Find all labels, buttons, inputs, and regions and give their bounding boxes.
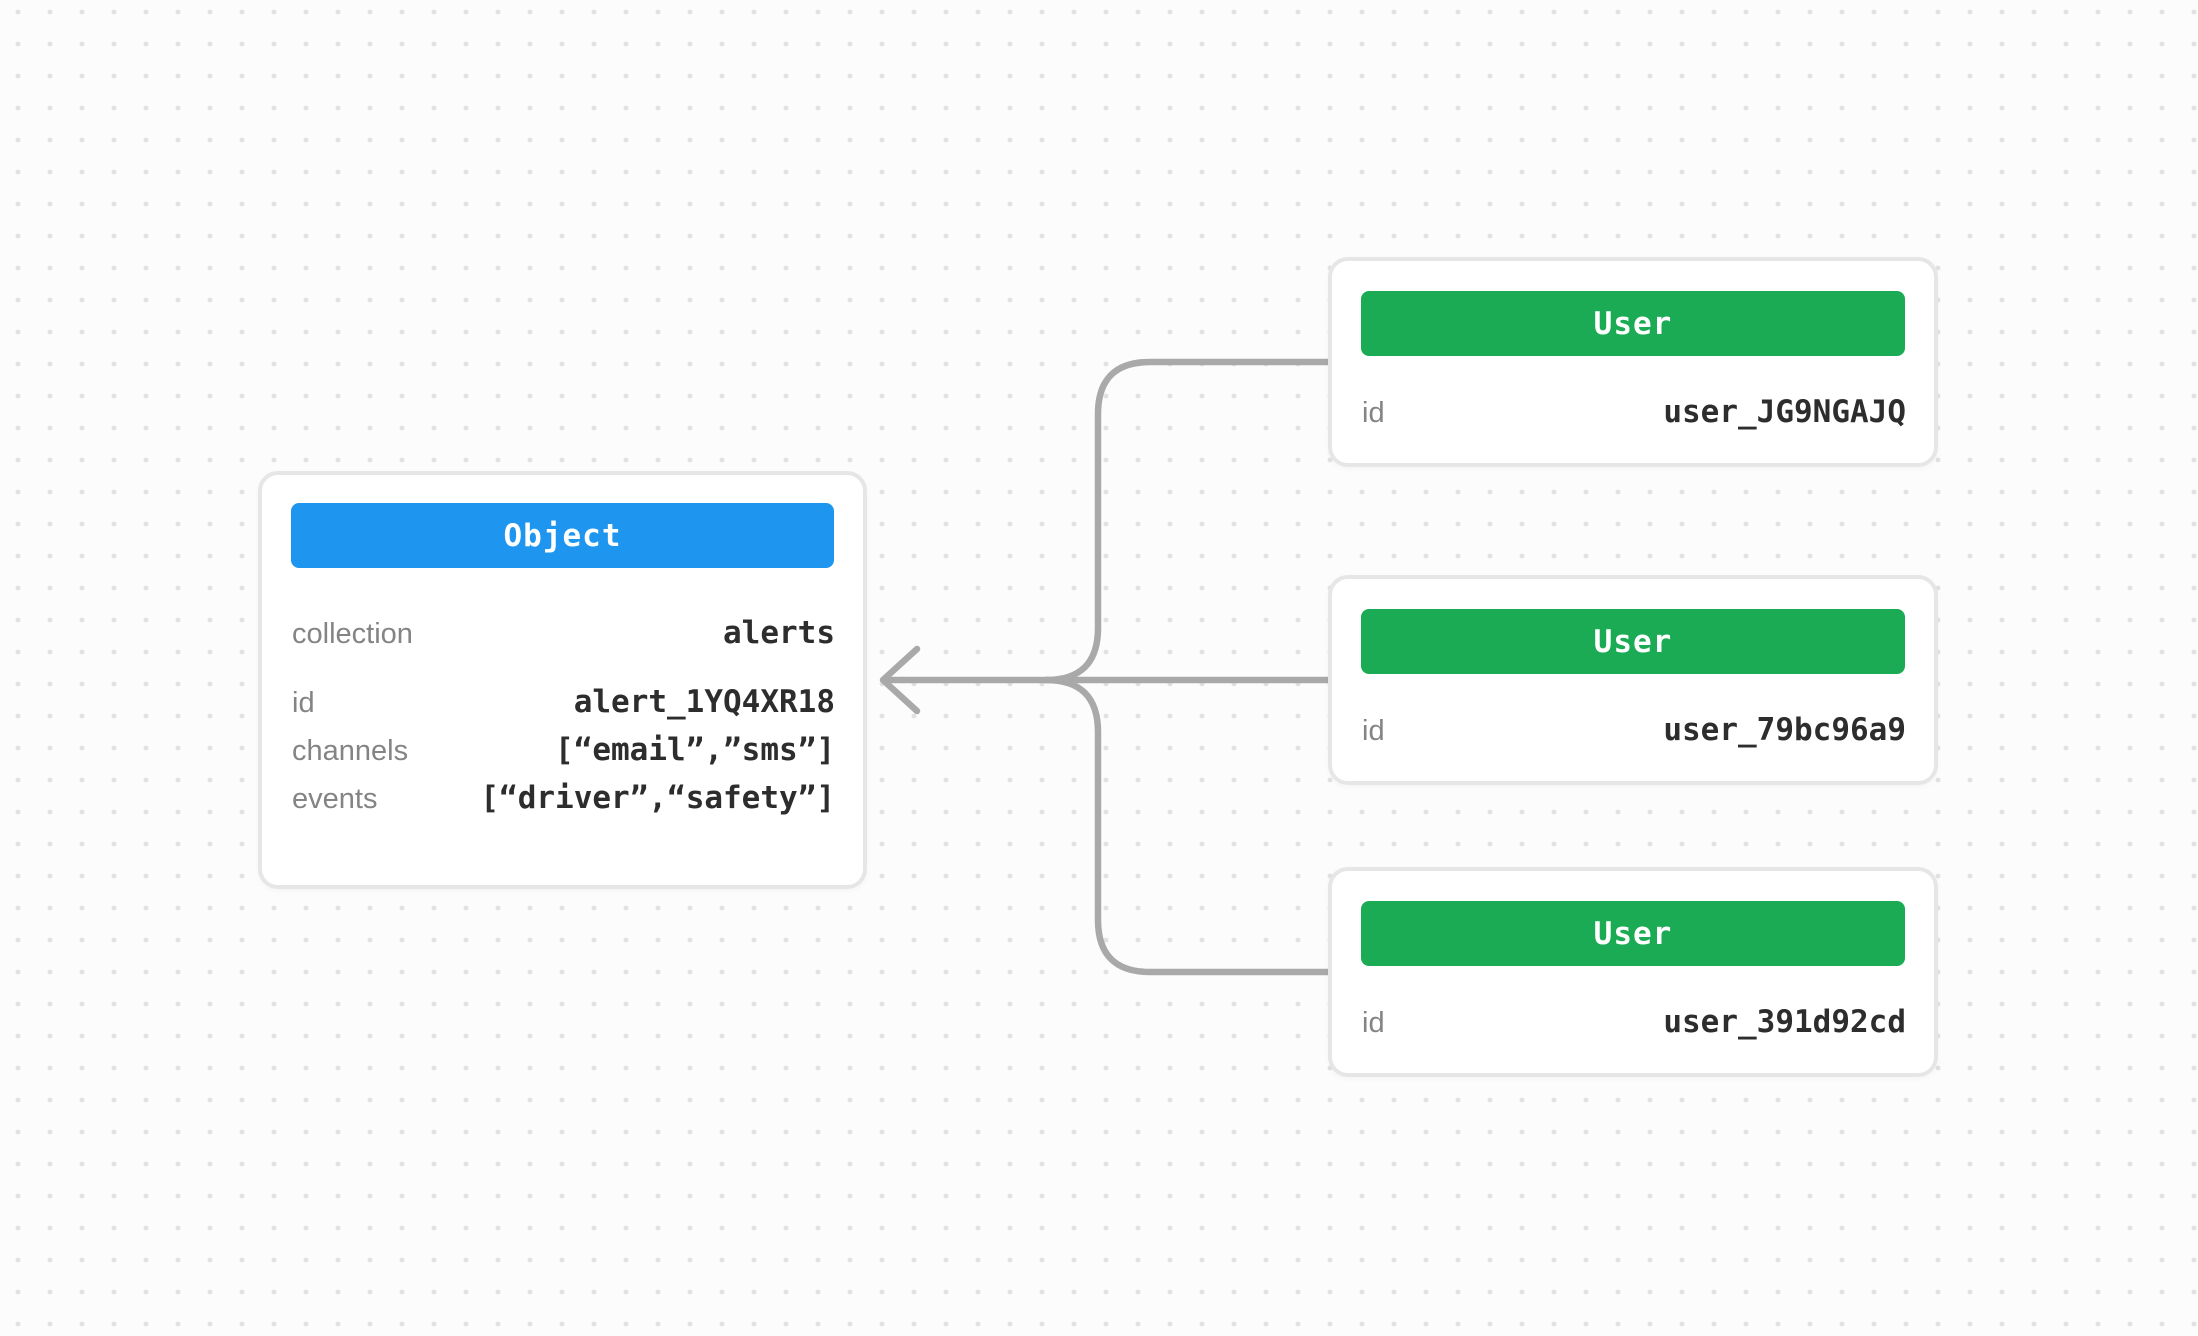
field-row-channels: channels [“email”,”sms”] (292, 732, 835, 768)
field-value: user_391d92cd (1663, 1004, 1906, 1040)
field-label: collection (292, 618, 413, 650)
field-row-events: events [“driver”,“safety”] (292, 780, 835, 816)
edge-user1-to-object (1042, 358, 1334, 684)
field-row-collection: collection alerts (292, 615, 835, 651)
user-node-header: User (1361, 609, 1905, 674)
object-node-title: Object (503, 517, 622, 554)
user-node-header: User (1361, 901, 1905, 966)
field-label: id (1362, 397, 1385, 429)
field-value: [“driver”,“safety”] (480, 780, 835, 816)
arrow-head-icon (879, 645, 921, 715)
field-value: alert_1YQ4XR18 (573, 684, 835, 720)
field-value: alerts (723, 615, 835, 651)
field-label: id (1362, 715, 1385, 747)
user-node-title: User (1593, 623, 1673, 660)
field-row-id: id user_79bc96a9 (1362, 712, 1906, 748)
user-node-title: User (1593, 305, 1673, 342)
field-value: user_79bc96a9 (1663, 712, 1906, 748)
user-node-title: User (1593, 915, 1673, 952)
user-node-3[interactable]: User id user_391d92cd (1328, 867, 1938, 1077)
field-label: events (292, 783, 378, 815)
field-row-id: id alert_1YQ4XR18 (292, 684, 835, 720)
field-value: [“email”,”sms”] (555, 732, 835, 768)
object-node[interactable]: Object collection alerts id alert_1YQ4XR… (258, 471, 867, 889)
field-row-id: id user_JG9NGAJQ (1362, 394, 1906, 430)
object-node-header: Object (291, 503, 834, 568)
user-node-1[interactable]: User id user_JG9NGAJQ (1328, 257, 1938, 467)
field-label: channels (292, 735, 409, 767)
field-value: user_JG9NGAJQ (1663, 394, 1906, 430)
user-node-2[interactable]: User id user_79bc96a9 (1328, 575, 1938, 785)
field-label: id (292, 687, 315, 719)
field-label: id (1362, 1007, 1385, 1039)
user-node-header: User (1361, 291, 1905, 356)
field-row-id: id user_391d92cd (1362, 1004, 1906, 1040)
edge-user3-to-object (1042, 676, 1334, 976)
